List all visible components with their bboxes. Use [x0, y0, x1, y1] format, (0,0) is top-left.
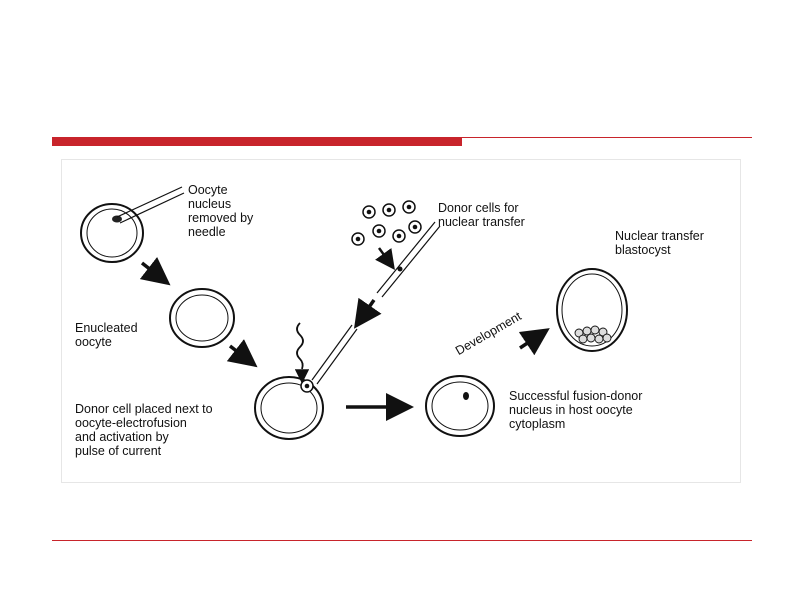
arrow — [354, 297, 382, 329]
label-line: Successful fusion-donor — [509, 389, 643, 403]
label-line: Nuclear transfer — [615, 229, 704, 243]
label-line: and activation by — [75, 430, 169, 444]
label-line: Donor cell placed next to — [75, 402, 213, 416]
label-line: blastocyst — [615, 243, 671, 257]
arrow — [139, 257, 171, 286]
label-line: Donor cells for — [438, 201, 519, 215]
label-line: pulse of current — [75, 444, 162, 458]
label-line: oocyte — [75, 335, 112, 349]
oocyte-cell — [80, 203, 144, 263]
injection-pipette — [311, 324, 358, 385]
label-enucleated: Enucleated oocyte — [75, 321, 138, 349]
needle — [116, 186, 185, 224]
label-line: nucleus — [188, 197, 232, 211]
label-line: nuclear transfer — [438, 215, 525, 229]
enucleated-oocyte — [169, 288, 235, 348]
body-line: Dolly. — [92, 572, 148, 597]
label-oocyte-nucleus: Oocyte nucleus removed by needle — [188, 183, 253, 239]
label-donor-cells: Donor cells for nuclear transfer — [438, 201, 525, 229]
label-line: cytoplasm — [509, 417, 566, 431]
label-successful-fusion: Successful fusion-donor nucleus in host … — [509, 389, 642, 431]
arrow — [375, 247, 395, 271]
label-line: nucleus in host oocyte — [509, 403, 633, 417]
label-blastocyst: Nuclear transfer blastocyst — [615, 229, 704, 257]
label-line: oocyte-electrofusion — [75, 416, 187, 430]
label-line: Enucleated — [75, 321, 138, 335]
donor-cells — [351, 200, 422, 246]
arrow — [226, 339, 258, 368]
transfer-pipette — [376, 221, 441, 298]
body-line: embrionului in uterul unei femei, urmat … — [92, 504, 582, 529]
slide-body-text: reproducatoare, urmata de proceduri de i… — [92, 466, 782, 602]
nuclear-transfer-diagram: Oocyte nucleus removed by needle Donor c… — [61, 159, 741, 483]
title-accent-bar — [52, 137, 462, 146]
blastocyst — [556, 268, 628, 352]
footer-accent-line — [52, 540, 752, 541]
diagram-graphics — [80, 186, 628, 440]
arrow — [518, 328, 550, 356]
fused-oocyte — [254, 376, 324, 440]
label-donor-placed: Donor cell placed next to oocyte-electro… — [75, 402, 213, 458]
current-pulse-icon — [296, 322, 304, 370]
label-line: needle — [188, 225, 226, 239]
body-line: nastere. Aceasta este tehnica prin care … — [92, 538, 615, 563]
label-line: removed by — [188, 211, 254, 225]
label-line: Oocyte — [188, 183, 228, 197]
fusion-oocyte — [425, 375, 495, 437]
title-accent-line — [462, 137, 752, 138]
